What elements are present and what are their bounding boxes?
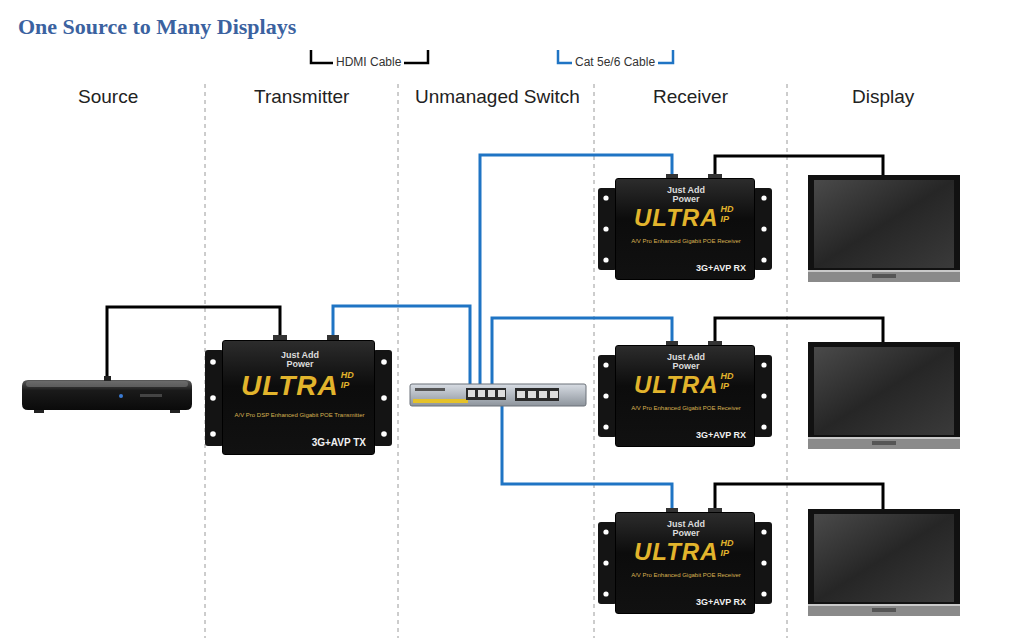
brand-logo-text: Just Add Power (660, 186, 712, 204)
brand-logo-text: Just Add Power (660, 520, 712, 538)
model-description: A/V Pro Enhanced Gigabit POE Receiver (622, 571, 750, 579)
legend-label: Cat 5e/6 Cable (572, 55, 658, 70)
product-logo-suffix: HD IP (721, 204, 739, 224)
brand-logo-text: Just Add Power (660, 353, 712, 371)
column-header: Source (78, 86, 138, 108)
hdmi-cable (107, 156, 883, 510)
receiver-box: Just Add PowerULTRAHD IP A/V Pro Enhanced… (615, 178, 755, 280)
product-logo-text: ULTRA (634, 372, 719, 398)
model-description: A/V Pro Enhanced Gigabit POE Receiver (622, 237, 750, 245)
receiver-box: Just Add PowerULTRAHD IP A/V Pro Enhanced… (615, 512, 755, 614)
product-logo-text: ULTRA (241, 371, 339, 401)
transmitter-box: Just Add PowerULTRAHD IP A/V Pro DSP Enha… (222, 340, 375, 455)
model-description: A/V Pro DSP Enhanced Gigabit POE Transmi… (229, 411, 370, 419)
diagram-title: One Source to Many Displays (18, 14, 296, 40)
column-header: Display (852, 86, 914, 108)
model-number: 3G+AVP RX (696, 430, 746, 441)
product-logo-text: ULTRA (634, 539, 719, 565)
receiver-box: Just Add PowerULTRAHD IP A/V Pro Enhanced… (615, 345, 755, 447)
column-header: Transmitter (254, 86, 349, 108)
column-header: Receiver (653, 86, 728, 108)
network-switch (410, 384, 586, 406)
model-number: 3G+AVP RX (696, 263, 746, 274)
model-description: A/V Pro Enhanced Gigabit POE Receiver (622, 404, 750, 412)
product-logo-text: ULTRA (634, 205, 719, 231)
product-logo-suffix: HD IP (341, 370, 359, 390)
product-logo-suffix: HD IP (721, 371, 739, 391)
column-separator (205, 84, 787, 638)
product-logo-suffix: HD IP (721, 538, 739, 558)
legend-label: HDMI Cable (333, 55, 404, 70)
column-header: Unmanaged Switch (415, 86, 580, 108)
model-number: 3G+AVP RX (696, 597, 746, 608)
model-number: 3G+AVP TX (312, 437, 366, 449)
brand-logo-text: Just Add Power (274, 351, 326, 369)
blu-ray-player (22, 376, 192, 413)
